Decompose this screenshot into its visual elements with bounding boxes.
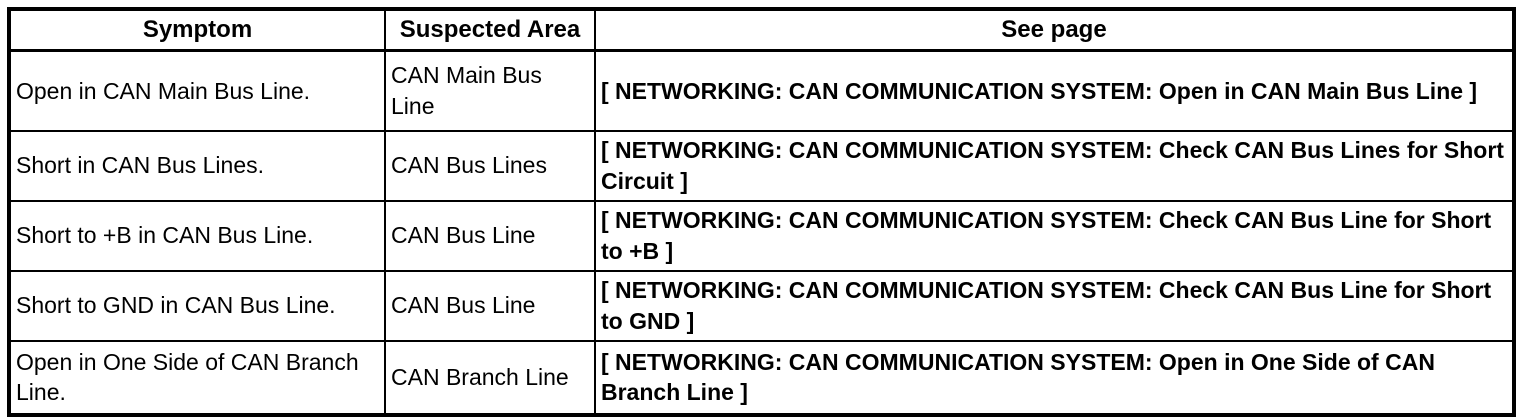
see-page-reference-link[interactable]: [ NETWORKING: CAN COMMUNICATION SYSTEM: …: [594, 339, 1515, 416]
table-row: Short in CAN Bus Lines. CAN Bus Lines [ …: [8, 129, 1515, 202]
table-row: Short to GND in CAN Bus Line. CAN Bus Li…: [8, 269, 1515, 342]
suspected-area-cell: CAN Bus Line: [384, 269, 596, 342]
see-page-reference-link[interactable]: [ NETWORKING: CAN COMMUNICATION SYSTEM: …: [594, 49, 1515, 132]
suspected-area-cell: CAN Bus Line: [384, 199, 596, 272]
see-page-reference-link[interactable]: [ NETWORKING: CAN COMMUNICATION SYSTEM: …: [594, 199, 1515, 272]
table-row: Open in One Side of CAN Branch Line. CAN…: [8, 339, 1515, 416]
symptom-cell: Short in CAN Bus Lines.: [8, 129, 386, 202]
column-header-suspected-area: Suspected Area: [384, 8, 596, 52]
column-header-symptom: Symptom: [8, 8, 386, 52]
table-row: Open in CAN Main Bus Line. CAN Main Bus …: [8, 49, 1515, 132]
symptom-cell: Open in One Side of CAN Branch Line.: [8, 339, 386, 416]
table-header-row: Symptom Suspected Area See page: [8, 8, 1515, 52]
table-row: Short to +B in CAN Bus Line. CAN Bus Lin…: [8, 199, 1515, 272]
symptom-cell: Short to +B in CAN Bus Line.: [8, 199, 386, 272]
see-page-reference-link[interactable]: [ NETWORKING: CAN COMMUNICATION SYSTEM: …: [594, 269, 1515, 342]
symptom-cell: Short to GND in CAN Bus Line.: [8, 269, 386, 342]
can-symptom-table: Symptom Suspected Area See page Open in …: [7, 7, 1516, 417]
suspected-area-cell: CAN Bus Lines: [384, 129, 596, 202]
symptom-cell: Open in CAN Main Bus Line.: [8, 49, 386, 132]
see-page-reference-link[interactable]: [ NETWORKING: CAN COMMUNICATION SYSTEM: …: [594, 129, 1515, 202]
suspected-area-cell: CAN Branch Line: [384, 339, 596, 416]
suspected-area-cell: CAN Main Bus Line: [384, 49, 596, 132]
column-header-see-page: See page: [594, 8, 1515, 52]
